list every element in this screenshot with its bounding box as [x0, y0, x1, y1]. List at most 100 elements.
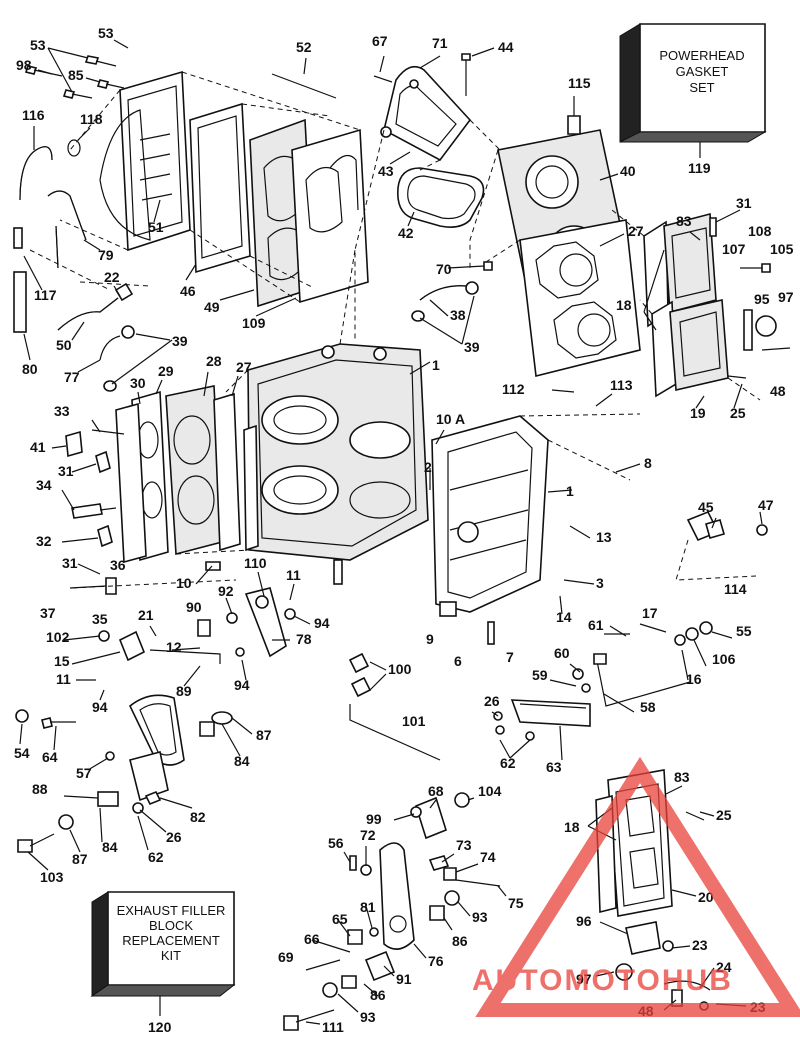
callout-27: 27	[628, 223, 644, 239]
callout-44: 44	[498, 39, 514, 55]
callout-13: 13	[596, 529, 612, 545]
callout-12: 12	[166, 639, 182, 655]
callout-83: 83	[674, 769, 690, 785]
callout-81: 81	[360, 899, 376, 915]
exhaust-filler-box: EXHAUST FILLER BLOCK REPLACEMENT KIT 120	[90, 891, 236, 1035]
callout-26: 26	[484, 693, 500, 709]
powerhead-box-line-2: GASKET	[676, 64, 729, 79]
callout-99: 99	[366, 811, 382, 827]
callout-51: 51	[148, 219, 164, 235]
callout-46: 46	[180, 283, 196, 299]
callout-31: 31	[58, 463, 74, 479]
callout-91: 91	[396, 971, 412, 987]
callout-58: 58	[640, 699, 656, 715]
callout-106: 106	[712, 651, 736, 667]
powerhead-box-line-1: POWERHEAD	[659, 48, 744, 63]
callout-7: 7	[506, 649, 514, 665]
callout-60: 60	[554, 645, 570, 661]
callout-90: 90	[186, 599, 202, 615]
callout-54: 54	[14, 745, 30, 761]
callout-39: 39	[464, 339, 480, 355]
callout-49: 49	[204, 299, 220, 315]
callout-3: 3	[596, 575, 604, 591]
callout-15: 15	[54, 653, 70, 669]
callout-108: 108	[748, 223, 772, 239]
callout-69: 69	[278, 949, 294, 965]
callout-59: 59	[532, 667, 548, 683]
powerhead-gasket-box: POWERHEAD GASKET SET 119	[619, 23, 767, 176]
callout-34: 34	[36, 477, 52, 493]
callout-56: 56	[328, 835, 344, 851]
callout-116: 116	[22, 107, 45, 123]
callout-62: 62	[500, 755, 516, 771]
callout-87: 87	[256, 727, 272, 743]
callout-96: 96	[576, 913, 592, 929]
callout-117: 117	[34, 287, 57, 303]
exhaust-cover-assembly	[13, 55, 369, 392]
callout-66: 66	[304, 931, 320, 947]
callout-79: 79	[98, 247, 114, 263]
callout-93: 93	[360, 1009, 376, 1025]
callout-42: 42	[398, 225, 414, 241]
callout-114: 114	[724, 581, 747, 597]
callout-101: 101	[402, 713, 426, 729]
callout-70: 70	[436, 261, 452, 277]
leader-lines	[19, 39, 763, 1025]
callout-77: 77	[64, 369, 80, 385]
callout-1: 1	[566, 483, 574, 499]
callout-55: 55	[736, 623, 752, 639]
bracket-assembly	[493, 510, 768, 741]
callout-112: 112	[502, 381, 525, 397]
callout-50: 50	[56, 337, 72, 353]
callout-86: 86	[452, 933, 468, 949]
callout-67: 67	[372, 33, 388, 49]
callout-21: 21	[138, 607, 154, 623]
watermark-logo: AUTOMOTOHUB	[472, 756, 800, 1017]
callout-11: 11	[286, 567, 301, 583]
callout-33: 33	[54, 403, 70, 419]
callout-103: 103	[40, 869, 64, 885]
callout-111: 111	[322, 1019, 344, 1035]
callout-23: 23	[692, 937, 708, 953]
callout-48: 48	[770, 383, 786, 399]
callout-2: 2	[424, 459, 432, 475]
callout-87: 87	[72, 851, 88, 867]
callout-43: 43	[378, 163, 394, 179]
callout-65: 65	[332, 911, 348, 927]
callout-92: 92	[218, 583, 234, 599]
exhaust-box-line-3: REPLACEMENT	[122, 933, 220, 948]
callout-73: 73	[456, 837, 472, 853]
throttle-cam-assembly	[15, 587, 296, 853]
callout-24: 24	[716, 959, 732, 975]
crankcase-half	[431, 413, 641, 645]
callout-22: 22	[104, 269, 120, 285]
cylinder-head-assembly	[411, 115, 641, 377]
cylinder-cover-assembly	[65, 385, 251, 595]
callout-113: 113	[610, 377, 633, 393]
callout-39: 39	[172, 333, 188, 349]
callout-118: 118	[80, 111, 103, 127]
callout-16: 16	[686, 671, 702, 687]
callout-14: 14	[556, 609, 572, 625]
exhaust-box-line-4: KIT	[161, 948, 181, 963]
callout-94: 94	[314, 615, 330, 631]
callout-29: 29	[158, 363, 174, 379]
reed-valve-assembly	[611, 209, 791, 401]
callout-36: 36	[110, 557, 126, 573]
callout-41: 41	[30, 439, 46, 455]
callout-104: 104	[478, 783, 502, 799]
callout-35: 35	[92, 611, 108, 627]
callout-102: 102	[46, 629, 70, 645]
callout-76: 76	[428, 953, 444, 969]
powerhead-box-number: 119	[688, 160, 711, 176]
callout-94: 94	[92, 699, 108, 715]
callout-88: 88	[32, 781, 48, 797]
callout-84: 84	[234, 753, 250, 769]
powerhead-box-line-3: SET	[689, 80, 714, 95]
callout-80: 80	[22, 361, 38, 377]
callout-30: 30	[130, 375, 146, 391]
callout-82: 82	[190, 809, 206, 825]
callout-93: 93	[472, 909, 488, 925]
callout-40: 40	[620, 163, 636, 179]
